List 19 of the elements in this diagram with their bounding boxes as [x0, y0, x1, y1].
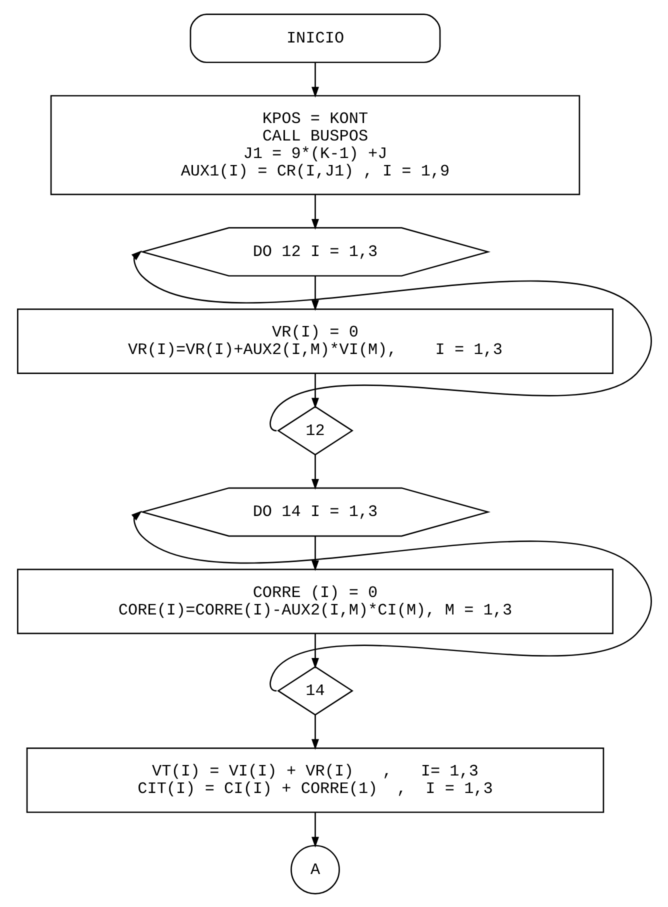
- arrow: [311, 536, 318, 571]
- arrow: [311, 812, 318, 848]
- arrow: [311, 633, 318, 668]
- arrow: [130, 250, 652, 431]
- arrow: [311, 372, 318, 408]
- arrow: [311, 62, 318, 98]
- arrow: [130, 510, 652, 691]
- arrow: [311, 194, 318, 230]
- arrow: [311, 714, 318, 750]
- arrow: [311, 454, 318, 490]
- node-box: VT(I) = VI(I) + VR(I) , I= 1,3 CIT(I) = CI(I) + CORRE(1) , I = 1,3: [26, 747, 604, 812]
- node-box: VR(I) = 0 VR(I)=VR(I)+AUX2(I,M)*VI(M), I = 1,3: [16, 308, 613, 374]
- node-diamond: 14: [276, 666, 353, 716]
- node-diamond: 12: [276, 405, 353, 455]
- node-circle: A: [290, 844, 340, 894]
- node-box: KPOS = KONT CALL BUSPOS J1 = 9*(K-1) +J AUX1(I) = CR(I,J1) , I = 1,9: [50, 94, 580, 195]
- node-box: CORRE (I) = 0 CORE(I)=CORRE(I)-AUX2(I,M)*CI(M), M = 1,3: [16, 568, 613, 634]
- arrow: [311, 275, 318, 310]
- node-box: INICIO: [189, 13, 440, 63]
